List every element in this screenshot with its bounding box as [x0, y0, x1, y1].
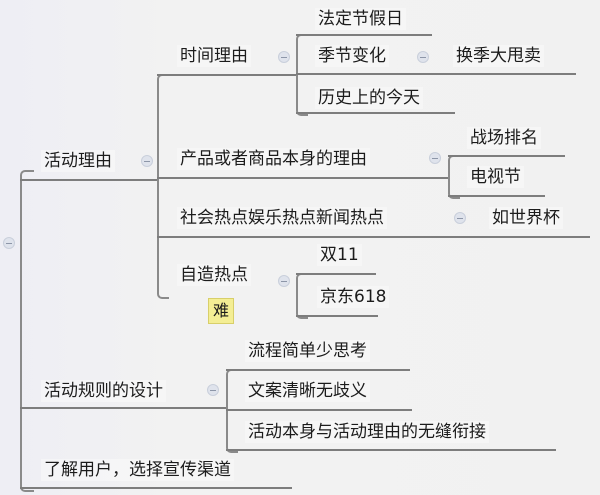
node-seamless-link[interactable]: 活动本身与活动理由的无缝衔接: [245, 421, 489, 443]
connector-rule-design: [20, 407, 228, 409]
activity-reason-connector: [157, 74, 169, 299]
self-made-hotspot-connector: [296, 273, 308, 319]
node-jd-618[interactable]: 京东618: [317, 286, 390, 308]
time-reason-collapse-icon[interactable]: [278, 51, 290, 63]
connector-time-reason: [157, 74, 297, 76]
connector-simple-process: [226, 369, 410, 371]
node-product-reason[interactable]: 产品或者商品本身的理由: [177, 148, 370, 170]
rule-design-collapse-icon[interactable]: [207, 384, 219, 396]
node-world-cup[interactable]: 如世界杯: [489, 207, 563, 229]
connector-season-change: [296, 73, 576, 75]
connector-clear-copy: [226, 409, 412, 411]
node-history-today[interactable]: 历史上的今天: [315, 87, 423, 109]
connector-double-11: [296, 273, 376, 275]
node-clear-copy[interactable]: 文案清晰无歧义: [245, 380, 370, 402]
connector-battle-ranking: [448, 155, 565, 157]
node-time-reason[interactable]: 时间理由: [177, 45, 251, 67]
time-reason-connector: [296, 34, 308, 116]
season-change-collapse-icon[interactable]: [417, 51, 429, 63]
node-tv-festival[interactable]: 电视节: [467, 166, 524, 188]
connector-legal-holiday: [296, 34, 432, 36]
connector-social-hotspot: [157, 236, 590, 238]
connector-jd-618: [296, 315, 378, 317]
activity-reason-collapse-icon[interactable]: [141, 155, 153, 167]
connector-seamless-link: [226, 449, 556, 451]
connector-product-reason: [157, 177, 448, 179]
node-know-users[interactable]: 了解用户，选择宣传渠道: [41, 459, 234, 481]
rule-design-connector: [226, 369, 238, 453]
node-activity-reason[interactable]: 活动理由: [41, 150, 115, 172]
connector-history-today: [296, 112, 455, 114]
node-social-hotspot[interactable]: 社会热点娱乐热点新闻热点: [177, 207, 387, 229]
node-battle-ranking[interactable]: 战场排名: [467, 127, 541, 149]
social-hotspot-collapse-icon[interactable]: [454, 212, 466, 224]
product-reason-collapse-icon[interactable]: [429, 152, 441, 164]
root-connector: [20, 170, 34, 492]
node-self-made-hotspot[interactable]: 自造热点: [177, 264, 251, 286]
root-collapse-icon[interactable]: [3, 237, 15, 249]
connector-know-users: [20, 487, 292, 489]
connector-activity-reason: [20, 179, 159, 181]
self-made-hotspot-collapse-icon[interactable]: [278, 275, 290, 287]
node-rule-design[interactable]: 活动规则的设计: [41, 380, 166, 402]
difficulty-marker: 难: [208, 298, 234, 324]
node-double-11[interactable]: 双11: [317, 244, 362, 266]
product-reason-connector: [448, 155, 460, 199]
node-legal-holiday[interactable]: 法定节假日: [315, 8, 406, 30]
connector-tv-festival: [448, 195, 545, 197]
node-simple-process[interactable]: 流程简单少思考: [245, 340, 370, 362]
node-season-change[interactable]: 季节变化: [315, 45, 389, 67]
node-season-sale[interactable]: 换季大甩卖: [453, 45, 544, 67]
